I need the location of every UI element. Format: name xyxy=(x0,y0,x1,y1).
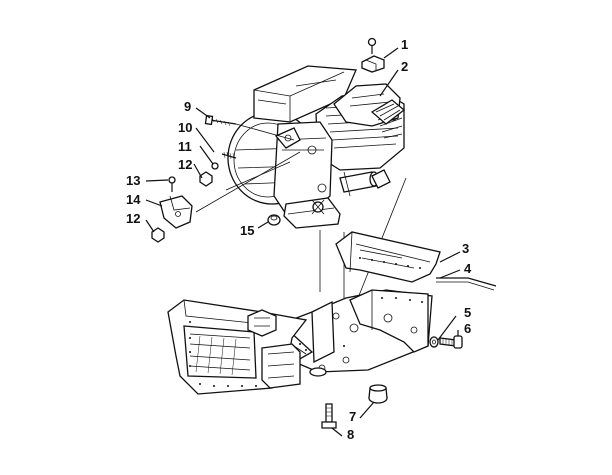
callout-3: 3 xyxy=(462,241,470,256)
callout-8: 8 xyxy=(347,427,355,442)
callout-9: 9 xyxy=(184,99,192,114)
part-1-clip xyxy=(361,37,385,73)
part-15-grommet xyxy=(267,214,281,226)
part-7-bumper xyxy=(368,384,388,404)
part-12-nut-lower xyxy=(151,227,165,243)
part-6-bolt xyxy=(439,335,463,349)
callout-5: 5 xyxy=(464,305,472,320)
part-2-spring-clamp xyxy=(370,99,406,125)
part-11-washer xyxy=(211,162,219,170)
rivets xyxy=(299,257,423,351)
part-12-nut-upper xyxy=(199,171,213,187)
callout-1: 1 xyxy=(401,37,409,52)
part-5-washer xyxy=(429,336,439,348)
part-8-bolt xyxy=(321,403,337,429)
callout-7: 7 xyxy=(349,409,357,424)
callout-4: 4 xyxy=(464,261,472,276)
part-13-screw xyxy=(168,176,176,192)
part-10-spring xyxy=(221,151,237,160)
callout-11: 11 xyxy=(178,139,192,154)
part-9-bolt xyxy=(204,114,237,127)
callout-12-lower: 12 xyxy=(126,211,141,226)
part-4-cable xyxy=(436,277,497,291)
callout-14: 14 xyxy=(126,192,141,207)
front-tray xyxy=(167,299,308,395)
callout-15: 15 xyxy=(240,223,255,238)
leader-lines xyxy=(145,47,461,437)
callout-13: 13 xyxy=(126,173,141,188)
callout-10: 10 xyxy=(178,120,193,135)
callout-2: 2 xyxy=(401,59,409,74)
callout-12-upper: 12 xyxy=(178,157,193,172)
chassis-plate xyxy=(275,231,441,377)
engine xyxy=(227,65,405,229)
callout-6: 6 xyxy=(464,321,472,336)
part-14-bracket xyxy=(159,195,193,229)
